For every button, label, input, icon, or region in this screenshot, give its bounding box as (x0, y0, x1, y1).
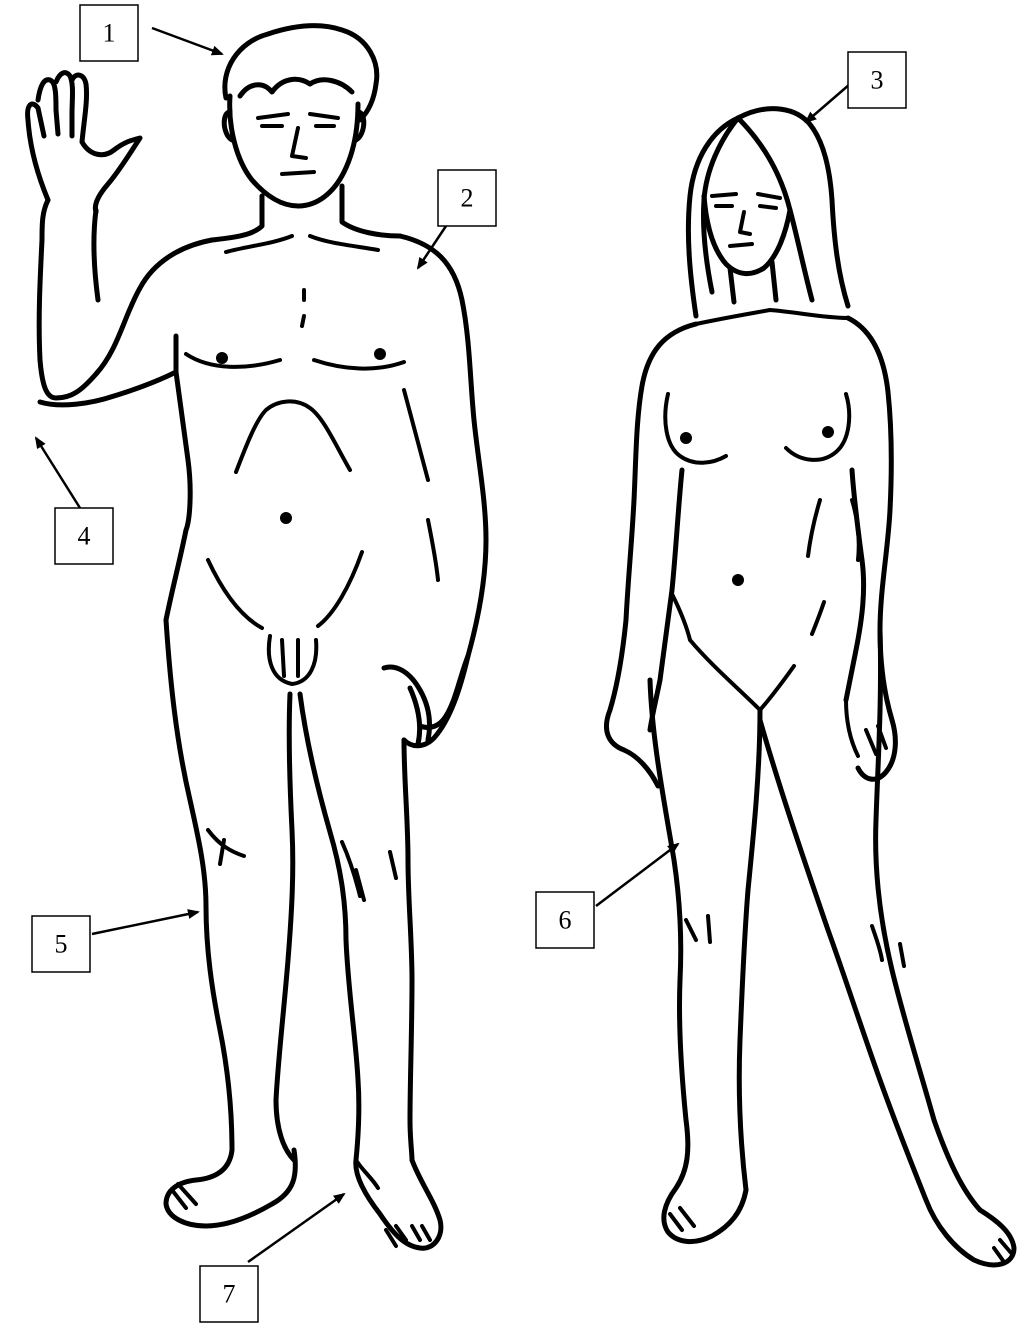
label-4-text: 4 (78, 522, 91, 551)
female-nose (740, 212, 750, 234)
label-7-text: 7 (223, 1280, 236, 1309)
female-right-leg (760, 720, 1014, 1265)
female-hips (672, 594, 824, 710)
label-1: 1 (80, 5, 138, 61)
male-eyebrows (258, 114, 338, 118)
label-3: 3 (848, 52, 906, 108)
female-neck (730, 262, 776, 302)
female-figure (606, 109, 1014, 1265)
female-eyebrows (712, 194, 780, 198)
pointer-1 (152, 28, 222, 54)
pointer-3 (806, 84, 850, 122)
male-left-nipple (216, 352, 228, 364)
female-mouth (730, 244, 752, 246)
male-knee-lines (208, 830, 396, 900)
label-6: 6 (536, 892, 594, 948)
male-collarbones (226, 236, 378, 252)
female-collar (696, 310, 848, 324)
male-raised-arm-inner (40, 210, 176, 405)
male-right-nipple (374, 348, 386, 360)
female-left-arm-inner (650, 470, 682, 730)
pointer-5 (92, 912, 198, 934)
female-right-nipple (822, 426, 834, 438)
label-5-text: 5 (55, 930, 68, 959)
male-mouth (282, 172, 314, 174)
pointer-2 (418, 226, 446, 268)
female-right-arm (848, 318, 895, 779)
male-forearm-lines (404, 390, 438, 580)
label-2: 2 (438, 170, 496, 226)
male-abdomen-arch (236, 401, 350, 472)
pointer-4 (36, 438, 80, 508)
male-raised-arm (39, 200, 212, 398)
male-raised-hand (28, 73, 140, 212)
male-left-leg-inner (276, 694, 294, 1160)
male-left-leg (166, 620, 295, 1226)
male-hand (384, 656, 468, 744)
female-toes (670, 1208, 1012, 1262)
male-neck (212, 186, 400, 240)
female-left-nipple (680, 432, 692, 444)
male-figure (28, 26, 486, 1249)
female-left-leg-inner (739, 710, 760, 1190)
label-4: 4 (55, 508, 113, 564)
female-breasts (665, 394, 849, 463)
label-3-text: 3 (871, 66, 884, 95)
male-torso-left (166, 372, 190, 620)
male-nose (292, 128, 306, 158)
label-1-text: 1 (103, 19, 116, 48)
female-knees (686, 916, 904, 966)
female-waist (808, 500, 859, 560)
pointer-7 (248, 1194, 344, 1262)
label-2-text: 2 (461, 184, 474, 213)
male-pelvis-lines (208, 552, 362, 684)
male-hair (225, 26, 377, 120)
male-navel (280, 512, 292, 524)
male-sternum (302, 290, 304, 326)
label-7: 7 (200, 1266, 258, 1322)
female-navel (732, 574, 744, 586)
label-5: 5 (32, 916, 90, 972)
female-left-leg (650, 680, 746, 1242)
male-toes (172, 1184, 430, 1246)
label-6-text: 6 (559, 906, 572, 935)
pointer-6 (596, 844, 678, 906)
male-torso-right (400, 236, 486, 746)
male-right-leg-outer (404, 740, 412, 1160)
female-eyes (716, 206, 776, 208)
male-right-leg (300, 694, 441, 1248)
